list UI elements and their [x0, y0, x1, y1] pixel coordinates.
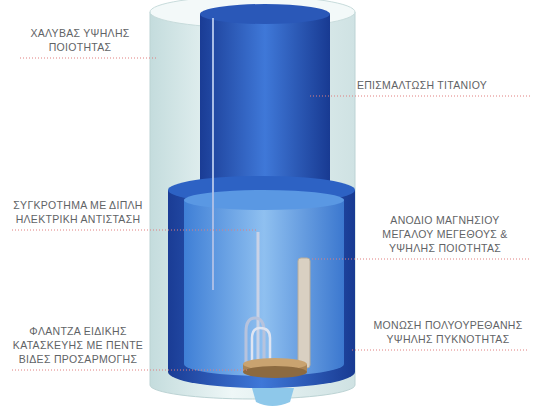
- bottom-cap: [252, 388, 294, 406]
- dip-pipe: [212, 18, 214, 290]
- outer-shell: [150, 12, 355, 399]
- leader-line: [352, 350, 528, 351]
- thermostat-tube: [257, 232, 260, 362]
- interior-rim: [184, 190, 344, 210]
- leader-line: [12, 370, 248, 371]
- part-label: ΕΠΙΣΜΑΛΤΩΣΗ ΤΙΤΑΝΙΟΥ: [327, 78, 517, 92]
- leader-line: [310, 96, 530, 97]
- inner-tank-top: [200, 4, 330, 24]
- tank-cutaway: [168, 190, 355, 388]
- part-label: ΧΑΛΥΒΑΣ ΥΨΗΛΗΣ ΠΟΙΟΤΗΤΑΣ: [12, 26, 148, 54]
- part-label: ΜΟΝΩΣΗ ΠΟΛΥΟΥΡΕΘΑΝΗΣ ΥΨΗΛΗΣ ΠΥΚΝΟΤΗΤΑΣ: [373, 318, 523, 346]
- leader-line: [312, 259, 530, 260]
- part-label: ΑΝΟΔΙΟ ΜΑΓΝΗΣΙΟΥ ΜΕΓΑΛΟΥ ΜΕΓΕΘΟΥΣ & ΥΨΗΛ…: [370, 213, 520, 255]
- magnesium-anode: [298, 258, 310, 368]
- flange-bottom: [243, 366, 307, 378]
- part-label: ΦΛΑΝΤΖΑ ΕΙΔΙΚΗΣ ΚΑΤΑΣΚΕΥΗΣ ΜΕ ΠΕΝΤΕ ΒΙΔΕ…: [7, 324, 149, 366]
- tank-interior: [184, 200, 344, 376]
- part-label: ΣΥΓΚΡΟΤΗΜΑ ΜΕ ΔΙΠΛΗ ΗΛΕΚΤΡΙΚΗ ΑΝΤΙΣΤΑΣΗ: [8, 198, 148, 226]
- leader-line: [12, 230, 258, 231]
- leader-line: [20, 58, 158, 59]
- inner-tank: [200, 14, 330, 194]
